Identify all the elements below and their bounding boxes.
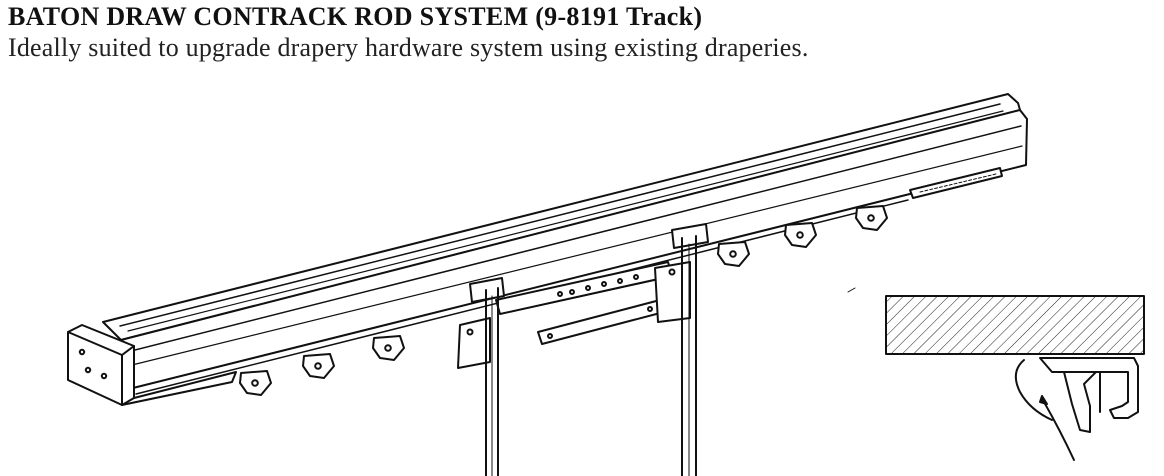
glider-rollers (239, 205, 888, 396)
baton-rod-right (671, 223, 709, 476)
right-end-bracket (909, 167, 1003, 199)
page-title: BATON DRAW CONTRACK ROD SYSTEM (9-8191 T… (8, 2, 703, 31)
page-description: Ideally suited to upgrade drapery hardwa… (8, 33, 809, 62)
track-body (102, 93, 1028, 395)
track-mounting-detail-illustration (885, 295, 1145, 461)
baton-rod-left (469, 277, 505, 476)
left-end-bracket (67, 324, 237, 406)
